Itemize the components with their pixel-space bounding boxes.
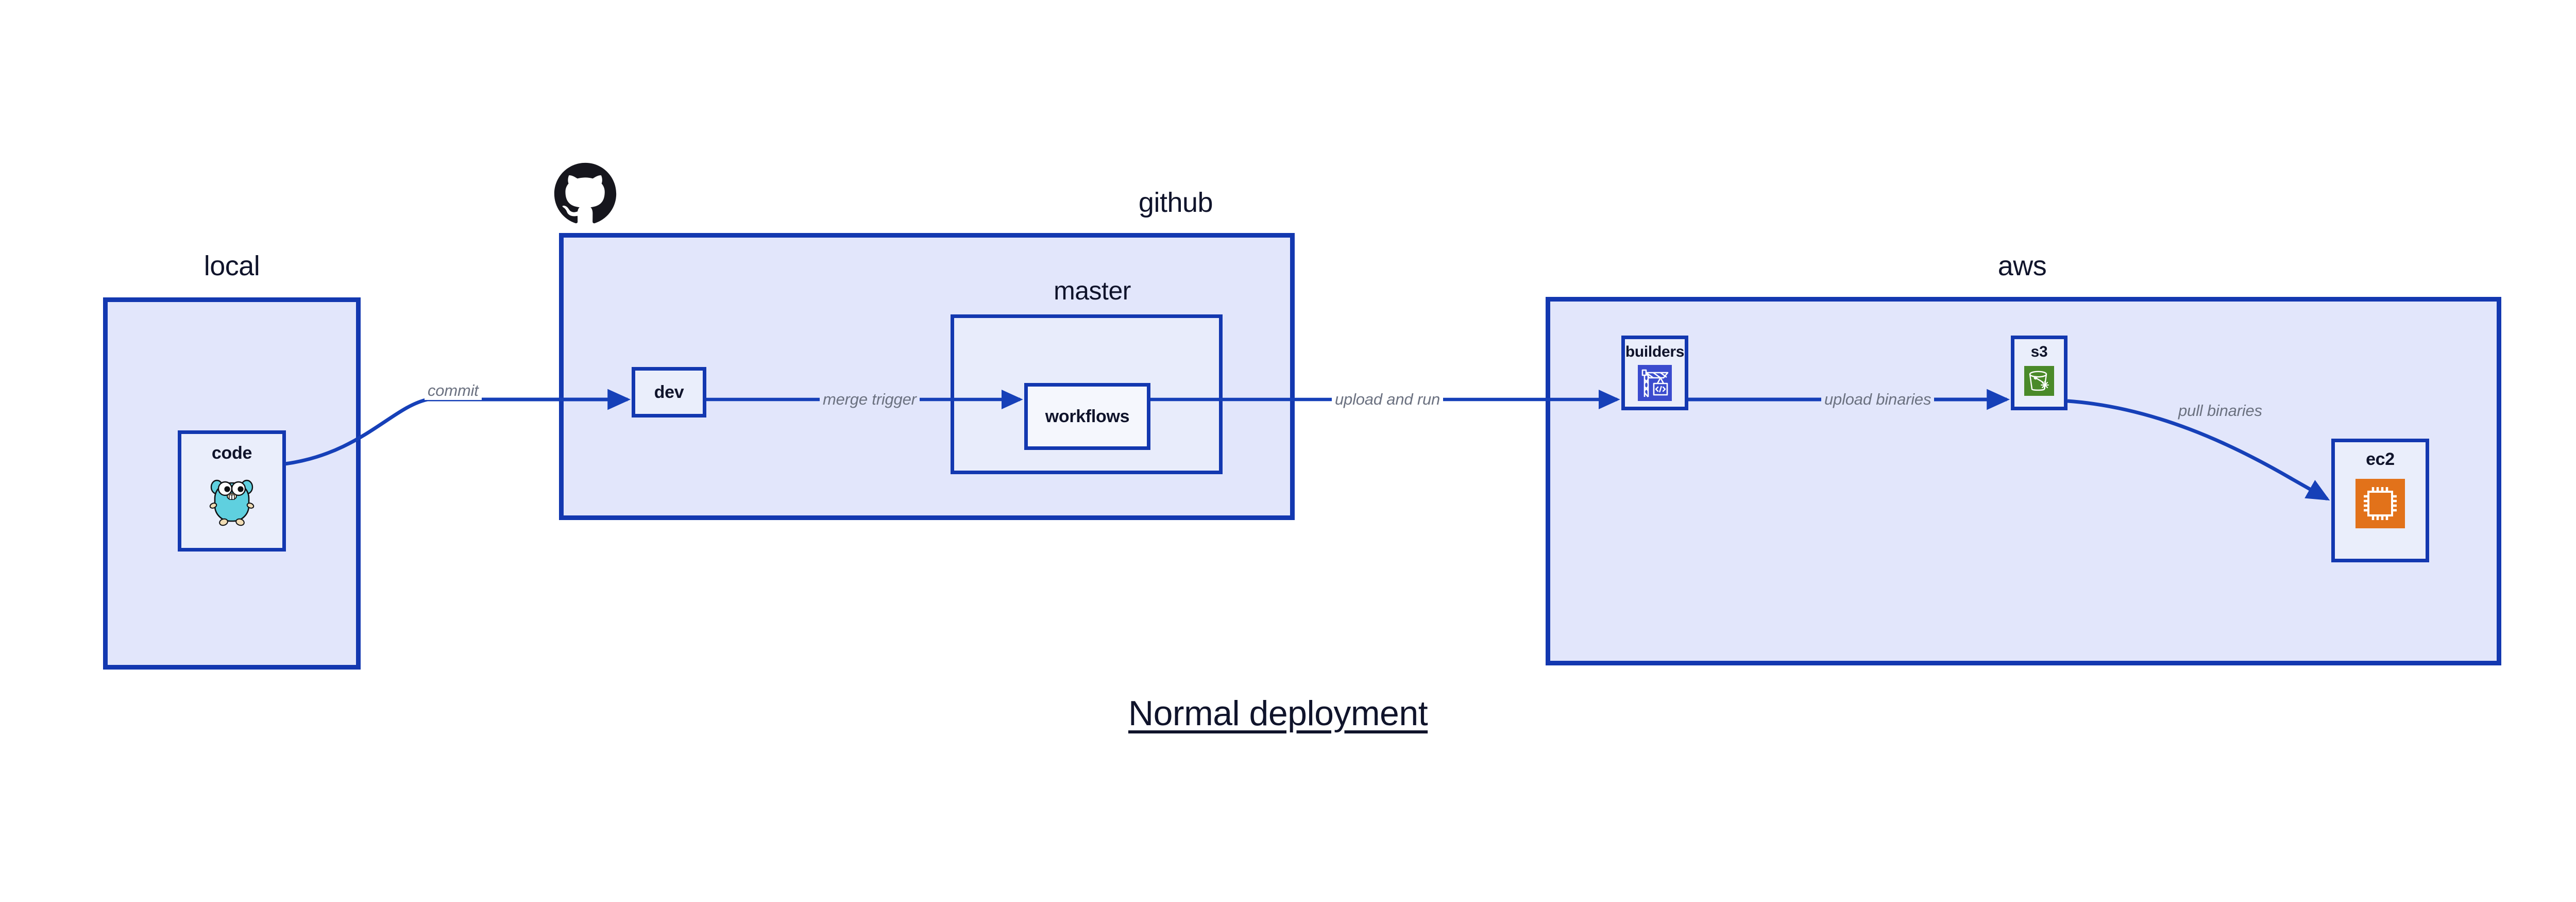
github-octocat-icon (552, 161, 618, 227)
node-label-builders: builders (1625, 343, 1685, 360)
crane-code-icon (1638, 365, 1672, 404)
node-workflows[interactable]: workflows (1024, 383, 1150, 450)
s3-bucket-icon (2024, 366, 2054, 398)
group-label-master: master (1054, 276, 1131, 305)
cpu-chip-icon (2355, 479, 2405, 531)
group-label-github: github (1138, 187, 1213, 218)
node-dev[interactable]: dev (632, 367, 706, 417)
node-builders[interactable]: builders (1621, 336, 1688, 410)
node-label-dev: dev (654, 382, 684, 402)
edge-label-upload-binaries: upload binaries (1821, 390, 1935, 409)
node-s3[interactable]: s3 (2011, 336, 2067, 410)
edge-label-pull-binaries: pull binaries (2175, 402, 2265, 420)
node-ec2[interactable]: ec2 (2331, 439, 2429, 562)
page-title: Normal deployment (1128, 694, 1428, 733)
edge-label-upload-and-run: upload and run (1332, 390, 1444, 409)
node-label-workflows: workflows (1045, 406, 1130, 426)
node-code[interactable]: code (178, 430, 286, 552)
group-label-local: local (204, 250, 260, 281)
go-gopher-icon (208, 472, 256, 530)
node-label-ec2: ec2 (2366, 449, 2395, 469)
node-label-code: code (211, 443, 252, 463)
edge-label-merge-trigger: merge trigger (820, 390, 920, 409)
node-label-s3: s3 (2030, 343, 2048, 360)
group-label-aws: aws (1997, 250, 2047, 281)
edge-label-commit: commit (425, 381, 482, 400)
